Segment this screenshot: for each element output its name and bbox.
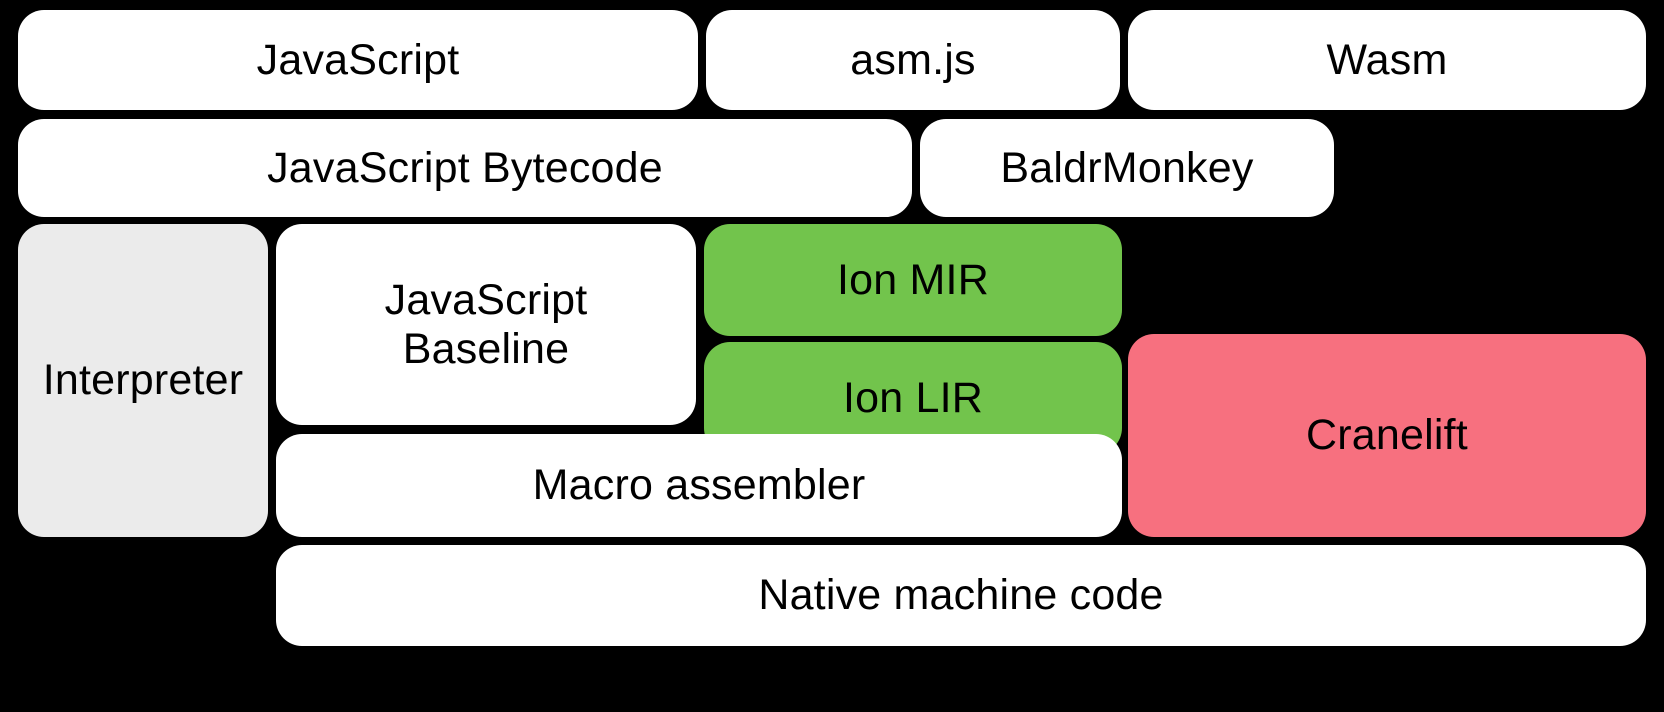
node-macro-assembler: Macro assembler [276,434,1122,537]
node-javascript-baseline: JavaScript Baseline [276,224,696,425]
node-native-machine-code: Native machine code [276,545,1646,646]
node-cranelift: Cranelift [1128,334,1646,537]
node-interpreter: Interpreter [18,224,268,537]
node-wasm: Wasm [1128,10,1646,110]
node-javascript: JavaScript [18,10,698,110]
node-ion-mir: Ion MIR [704,224,1122,336]
node-asm-js: asm.js [706,10,1120,110]
node-javascript-bytecode: JavaScript Bytecode [18,119,912,217]
node-baldrmonkey: BaldrMonkey [920,119,1334,217]
